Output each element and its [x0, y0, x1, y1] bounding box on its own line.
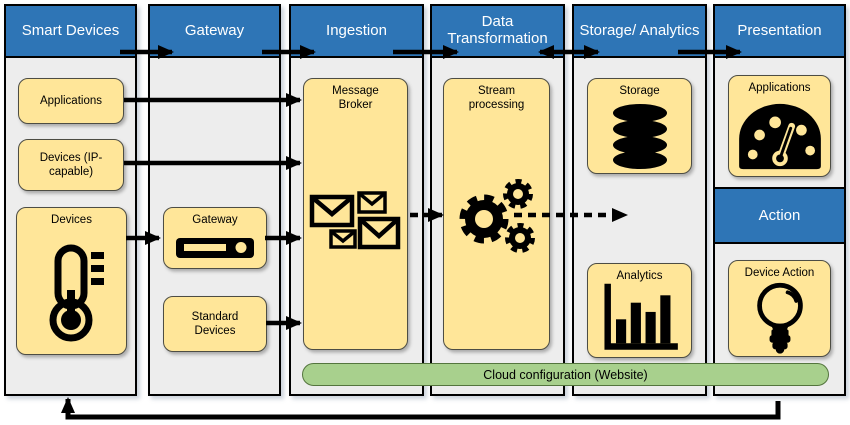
column-title: Data Transformation: [447, 13, 548, 47]
box-applications-presentation: Applications: [728, 75, 831, 177]
box-label: Standard Devices: [191, 310, 239, 337]
box-applications-device: Applications: [18, 78, 124, 124]
column-title: Storage/ Analytics: [579, 21, 700, 39]
box-label: Applications: [39, 94, 102, 107]
box-device-action: Device Action: [728, 260, 831, 357]
action-header-label: Action: [758, 207, 801, 224]
box-message-broker: Message Broker: [303, 78, 408, 350]
column-header-presentation: Presentation: [715, 6, 844, 58]
column-title: Gateway: [184, 21, 245, 39]
bar-chart-icon: [603, 283, 678, 350]
box-label: Stream processing: [468, 85, 525, 112]
envelopes-icon: [309, 191, 400, 250]
column-title: Smart Devices: [21, 21, 120, 39]
box-gateway-device: Gateway: [163, 207, 267, 269]
column-title: Presentation: [737, 21, 822, 39]
thermometer-icon: [49, 244, 104, 342]
column-header-storage-analytics: Storage/ Analytics: [574, 6, 705, 58]
column-header-data-transformation: Data Transformation: [432, 6, 563, 58]
light-bulb-icon: [756, 282, 803, 354]
box-stream-processing: Stream processing: [443, 78, 550, 350]
box-devices: Devices: [16, 207, 127, 355]
gauge-icon: [738, 103, 821, 170]
column-header-ingestion: Ingestion: [291, 6, 422, 58]
box-label: Message Broker: [332, 85, 379, 112]
arrow-feedback-loop-presentation-to-smart-devices: [61, 397, 781, 420]
box-label: Applications: [748, 82, 811, 94]
gears-icon: [459, 179, 535, 253]
box-label: Devices: [51, 214, 92, 226]
box-label: Gateway: [192, 214, 238, 226]
banner-label: Cloud configuration (Website): [483, 367, 648, 382]
database-icon: [612, 104, 667, 169]
column-title: Ingestion: [326, 21, 387, 39]
box-analytics: Analytics: [587, 263, 692, 358]
box-label: Device Action: [744, 267, 815, 279]
router-icon: [176, 238, 254, 258]
box-storage: Storage: [587, 78, 692, 174]
column-header-smart-devices: Smart Devices: [6, 6, 135, 58]
box-label: Devices (IP-capable): [39, 151, 103, 178]
action-header: Action: [713, 187, 846, 244]
box-devices-ip-capable: Devices (IP-capable): [18, 139, 124, 191]
box-label: Analytics: [616, 270, 663, 282]
box-label: Storage: [619, 85, 660, 97]
cloud-configuration-banner: Cloud configuration (Website): [302, 363, 829, 386]
box-standard-devices: Standard Devices: [163, 296, 267, 352]
column-header-gateway: Gateway: [150, 6, 279, 58]
